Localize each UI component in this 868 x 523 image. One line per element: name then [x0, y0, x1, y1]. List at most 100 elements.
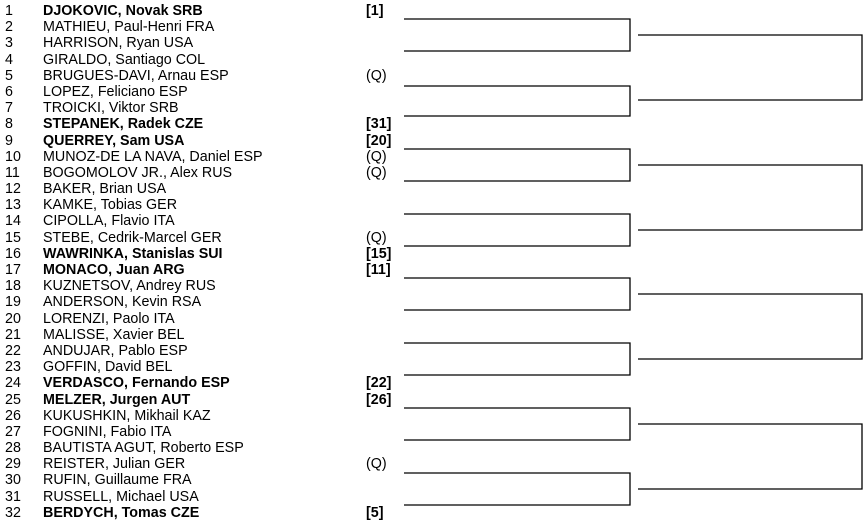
player-name: ANDUJAR, Pablo ESP — [43, 342, 188, 359]
draw-position: 6 — [5, 83, 13, 100]
draw-entry: 32 BERDYCH, Tomas CZE [5] — [0, 505, 400, 521]
draw-position: 16 — [5, 245, 21, 262]
player-name: MUNOZ-DE LA NAVA, Daniel ESP — [43, 148, 263, 165]
draw-entry-list: 1 DJOKOVIC, Novak SRB [1] 2 MATHIEU, Paul-H… — [0, 3, 400, 521]
player-name: RUFIN, Guillaume FRA — [43, 472, 192, 489]
draw-position: 32 — [5, 504, 21, 521]
draw-position: 25 — [5, 391, 21, 408]
draw-entry: 18 KUZNETSOV, Andrey RUS — [0, 278, 400, 294]
player-name: BRUGUES-DAVI, Arnau ESP — [43, 67, 229, 84]
draw-position: 14 — [5, 213, 21, 230]
draw-position: 24 — [5, 375, 21, 392]
draw-position: 27 — [5, 423, 21, 440]
draw-position: 11 — [5, 164, 20, 181]
draw-position: 30 — [5, 472, 21, 489]
draw-position: 15 — [5, 229, 21, 246]
player-name: MELZER, Jurgen AUT — [43, 391, 191, 408]
bracket-connector-r1-3 — [404, 148, 631, 182]
player-name: MATHIEU, Paul-Henri FRA — [43, 19, 215, 36]
seed-label: [15] — [366, 245, 392, 262]
bracket-connector-r2-4 — [638, 423, 863, 490]
draw-entry: 20 LORENZI, Paolo ITA — [0, 311, 400, 327]
draw-position: 8 — [5, 116, 13, 133]
player-name: FOGNINI, Fabio ITA — [43, 423, 172, 440]
player-name: CIPOLLA, Flavio ITA — [43, 213, 175, 230]
seed-label: [20] — [366, 132, 392, 149]
draw-position: 2 — [5, 19, 13, 36]
player-name: BAKER, Brian USA — [43, 181, 167, 198]
draw-entry: 30 RUFIN, Guillaume FRA — [0, 472, 400, 488]
draw-entry: 31 RUSSELL, Michael USA — [0, 489, 400, 505]
draw-position: 21 — [5, 326, 21, 343]
draw-position: 19 — [5, 294, 21, 311]
bracket-connector-r2-1 — [638, 34, 863, 101]
player-name: TROICKI, Viktor SRB — [43, 100, 179, 117]
seed-label: [1] — [366, 3, 384, 19]
draw-position: 18 — [5, 278, 21, 295]
player-name: RUSSELL, Michael USA — [43, 488, 199, 505]
player-name: ANDERSON, Kevin RSA — [43, 294, 202, 311]
draw-position: 28 — [5, 440, 21, 457]
bracket-connector-r1-5 — [404, 277, 631, 311]
draw-position: 26 — [5, 407, 21, 424]
qualifier-label: (Q) — [366, 148, 387, 165]
draw-entry: 12 BAKER, Brian USA — [0, 181, 400, 197]
player-name: LOPEZ, Feliciano ESP — [43, 83, 188, 100]
seed-label: [11] — [366, 262, 391, 278]
draw-entry: 27 FOGNINI, Fabio ITA — [0, 424, 400, 440]
seed-label: [5] — [366, 504, 384, 521]
player-name: GOFFIN, David BEL — [43, 359, 173, 376]
draw-entry: 17 MONACO, Juan ARG [11] — [0, 262, 400, 278]
draw-position: 12 — [5, 181, 21, 198]
seed-label: [22] — [366, 375, 392, 392]
draw-position: 17 — [5, 262, 21, 278]
draw-entry: 6 LOPEZ, Feliciano ESP — [0, 84, 400, 100]
draw-entry: 19 ANDERSON, Kevin RSA — [0, 294, 400, 310]
player-name: BERDYCH, Tomas CZE — [43, 504, 200, 521]
draw-position: 10 — [5, 148, 21, 165]
player-name: STEPANEK, Radek CZE — [43, 116, 204, 133]
draw-position: 5 — [5, 67, 13, 84]
player-name: KAMKE, Tobias GER — [43, 197, 178, 214]
qualifier-label: (Q) — [366, 67, 387, 84]
player-name: LORENZI, Paolo ITA — [43, 310, 175, 327]
draw-position: 7 — [5, 100, 13, 117]
seed-label: [31] — [366, 116, 392, 133]
draw-position: 3 — [5, 35, 13, 52]
draw-position: 20 — [5, 310, 21, 327]
bracket-connector-r1-1 — [404, 18, 631, 52]
draw-entry: 25 MELZER, Jurgen AUT [26] — [0, 392, 400, 408]
player-name: GIRALDO, Santiago COL — [43, 51, 206, 68]
bracket-connector-r2-2 — [638, 164, 863, 231]
draw-entry: 1 DJOKOVIC, Novak SRB [1] — [0, 3, 400, 19]
player-name: DJOKOVIC, Novak SRB — [43, 3, 203, 19]
draw-position: 29 — [5, 456, 21, 473]
bracket-connector-r2-3 — [638, 293, 863, 360]
player-name: MONACO, Juan ARG — [43, 262, 185, 278]
bracket-connector-r1-4 — [404, 213, 631, 247]
draw-entry: 16 WAWRINKA, Stanislas SUI [15] — [0, 246, 400, 262]
player-name: BOGOMOLOV JR., Alex RUS — [43, 164, 233, 181]
draw-entry: 10 MUNOZ-DE LA NAVA, Daniel ESP (Q) — [0, 149, 400, 165]
draw-position: 1 — [5, 3, 13, 19]
draw-entry: 8 STEPANEK, Radek CZE [31] — [0, 116, 400, 132]
player-name: WAWRINKA, Stanislas SUI — [43, 245, 223, 262]
seed-label: [26] — [366, 391, 392, 408]
player-name: KUZNETSOV, Andrey RUS — [43, 278, 216, 295]
qualifier-label: (Q) — [366, 456, 387, 473]
draw-position: 9 — [5, 132, 13, 149]
draw-entry: 5 BRUGUES-DAVI, Arnau ESP (Q) — [0, 68, 400, 84]
draw-position: 31 — [5, 488, 21, 505]
bracket-connector-r1-2 — [404, 85, 631, 117]
